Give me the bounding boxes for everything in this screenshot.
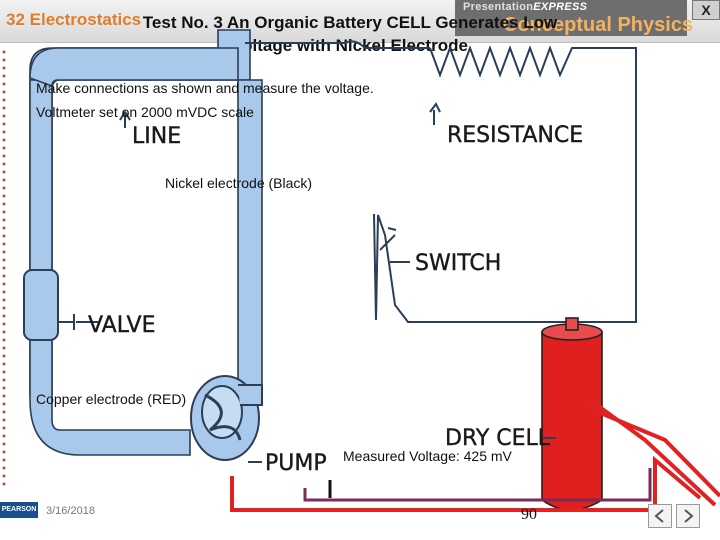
next-slide-button[interactable] (676, 504, 700, 528)
chapter-label: 32 Electrostatics (6, 10, 142, 29)
next-arrow-icon (684, 509, 694, 523)
prev-slide-button[interactable] (648, 504, 672, 528)
measured-voltage-label: Measured Voltage: 425 mV (343, 448, 512, 464)
brand-main: Conceptual Physics (503, 14, 694, 36)
nickel-electrode-label: Nickel electrode (Black) (165, 175, 313, 191)
pump (190, 375, 263, 461)
valve (23, 269, 86, 341)
resistance-arrow (429, 102, 441, 125)
copper-electrode-label: Copper electrode (RED) (36, 391, 187, 407)
brand-top: PresentationEXPRESS (463, 1, 587, 13)
pipe-top-left (29, 47, 239, 88)
purple-lead (303, 468, 652, 502)
label-dry-cell: DRY CELL (445, 426, 551, 451)
title-line-1: Test No. 3 An Organic Battery CELL Gener… (142, 13, 558, 32)
resistance-zigzag (373, 45, 637, 323)
dry-cell (541, 317, 603, 511)
slide-title: Test No. 3 An Organic Battery CELL Gener… (130, 11, 570, 57)
brand-prefix: Presentation (463, 1, 534, 13)
pipe-loop (29, 29, 263, 456)
dotted-border (2, 48, 6, 488)
brand-suffix: EXPRESS (533, 1, 588, 13)
instruction-line-2: Voltmeter set on 2000 mVDC scale (36, 104, 254, 120)
electrical-wire (245, 40, 637, 323)
label-valve: VALVE (88, 313, 155, 338)
slide-date: 3/16/2018 (46, 505, 95, 517)
label-resistance: RESISTANCE (447, 123, 583, 148)
pearson-logo: PEARSON (0, 502, 38, 518)
label-line: LINE (132, 124, 181, 149)
pipe-left (29, 79, 191, 456)
page-number: 90 (521, 506, 537, 523)
brand-box: PresentationEXPRESS Conceptual Physics (455, 0, 693, 36)
label-pump: PUMP (265, 451, 327, 476)
pipe-right (237, 79, 263, 391)
line-arrow (119, 110, 131, 128)
prev-arrow-icon (654, 509, 664, 523)
label-switch: SWITCH (415, 251, 501, 276)
title-line-2: Voltage with Nickel Electrode (232, 36, 468, 55)
instruction-line-1: Make connections as shown and measure th… (36, 80, 374, 96)
slide-header: 32 Electrostatics PresentationEXPRESS Co… (0, 0, 720, 43)
switch (379, 227, 397, 251)
